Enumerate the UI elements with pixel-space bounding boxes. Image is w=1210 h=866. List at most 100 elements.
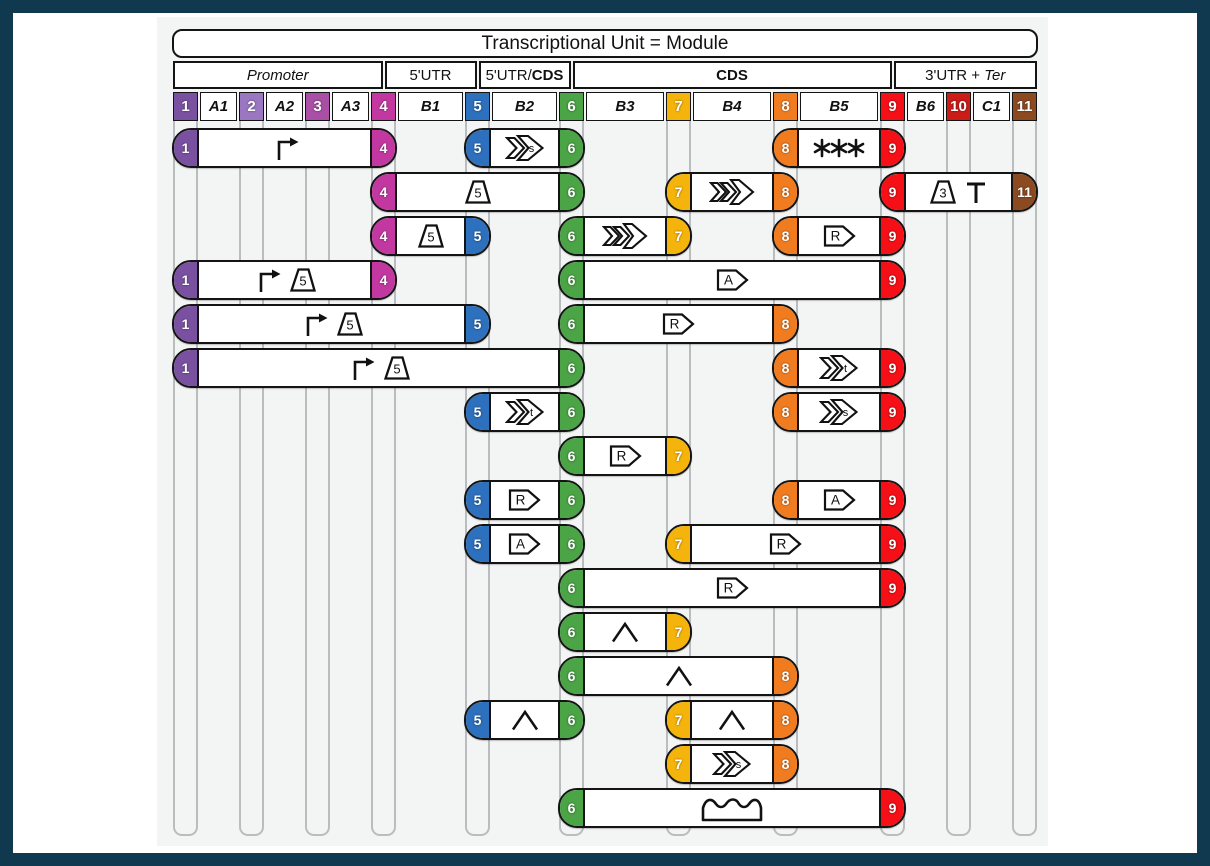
cell-label: A1 [208, 98, 229, 115]
section-label: CDS [716, 66, 748, 84]
slot-C1: C1 [973, 92, 1010, 121]
track-7 [666, 121, 691, 836]
chevron-s-icon: s [712, 749, 752, 779]
section-5utr: 5'UTR [384, 61, 477, 89]
fusion-site-cap-9: 9 [879, 218, 904, 254]
part-7-8: 7 8 [665, 172, 799, 212]
part-body [585, 614, 665, 650]
fusion-site-cap-4: 4 [372, 174, 397, 210]
caret-icon [663, 665, 695, 687]
tag-a-icon: A [823, 488, 856, 512]
fusion-site-cap-9: 9 [879, 394, 904, 430]
section-label: Promoter [246, 66, 309, 84]
part-body: 3 [906, 174, 1011, 210]
svg-text:A: A [723, 273, 732, 288]
svg-text:5: 5 [346, 318, 353, 333]
tag-r-icon: R [769, 532, 802, 556]
fusion-site-cap-5: 5 [464, 218, 489, 254]
fusion-site-cap-7: 7 [665, 218, 690, 254]
part-body: R [491, 482, 558, 518]
promoter-icon [252, 266, 282, 294]
fusion-site-cap-5: 5 [464, 306, 489, 342]
cell-label: 7 [674, 98, 683, 115]
fusion-site-cap-6: 6 [558, 130, 583, 166]
slot-A3: A3 [332, 92, 369, 121]
section-promoter: Promoter [173, 61, 383, 89]
part-body [585, 218, 665, 254]
fusion-site-cap-9: 9 [881, 174, 906, 210]
fusion-site-cap-6: 6 [558, 394, 583, 430]
svg-text:5: 5 [474, 186, 481, 201]
svg-text:s: s [528, 143, 534, 155]
utr5-icon: 5 [383, 355, 411, 381]
slot-B6: B6 [907, 92, 944, 121]
cell-label: 11 [1016, 98, 1033, 115]
tag-a-icon: A [508, 532, 541, 556]
slot-B5: B5 [800, 92, 878, 121]
cell-label: 1 [181, 98, 190, 115]
cell-label: 6 [567, 98, 576, 115]
tag-r-icon: R [716, 576, 749, 600]
utr5-icon: 5 [289, 267, 317, 293]
part-5-6: 5 6 [464, 700, 585, 740]
wave-icon [698, 794, 766, 822]
fusion-site-cap-8: 8 [774, 130, 799, 166]
track-1 [173, 121, 198, 836]
svg-text:R: R [723, 581, 733, 596]
section-label: 5'UTR [409, 66, 452, 84]
part-body: t [491, 394, 558, 430]
cell-label: 2 [247, 98, 256, 115]
cell-label: B4 [722, 98, 742, 115]
fusion-site-10: 10 [946, 92, 971, 121]
part-body [491, 702, 558, 738]
promoter-icon [270, 134, 300, 162]
svg-text:s: s [736, 759, 742, 771]
track-3 [305, 121, 330, 836]
track-2 [239, 121, 264, 836]
fusion-site-cap-9: 9 [879, 526, 904, 562]
part-body: R [585, 570, 879, 606]
cell-label: 3 [313, 98, 322, 115]
figure-title-text: Transcriptional Unit = Module [481, 32, 729, 54]
fusion-site-cap-8: 8 [772, 746, 797, 782]
fusion-site-1: 1 [173, 92, 198, 121]
fusion-site-cap-8: 8 [774, 394, 799, 430]
promoter-icon [346, 354, 376, 382]
fusion-site-cap-5: 5 [466, 482, 491, 518]
svg-text:5: 5 [393, 362, 400, 377]
cell-label: B2 [514, 98, 535, 115]
part-body: 5 [397, 218, 464, 254]
tag-r-icon: R [662, 312, 695, 336]
svg-text:A: A [830, 493, 839, 508]
terminator-icon [964, 179, 988, 205]
fusion-site-cap-6: 6 [560, 570, 585, 606]
cell-label: A3 [340, 98, 361, 115]
fusion-site-7: 7 [666, 92, 691, 121]
part-body [199, 130, 370, 166]
stars-icon [813, 136, 865, 160]
slot-B1: B1 [398, 92, 463, 121]
cell-label: B5 [829, 98, 849, 115]
part-body: s [692, 746, 772, 782]
cell-label: A2 [274, 98, 295, 115]
part-body: R [799, 218, 879, 254]
fusion-site-cap-6: 6 [558, 482, 583, 518]
part-body [585, 790, 879, 826]
svg-text:R: R [830, 229, 840, 244]
fusion-site-2: 2 [239, 92, 264, 121]
part-body: R [585, 438, 665, 474]
track-5 [465, 121, 490, 836]
cell-label: 9 [888, 98, 897, 115]
fusion-site-cap-9: 9 [879, 350, 904, 386]
chevron-t-icon: t [504, 397, 545, 427]
fusion-site-cap-9: 9 [879, 130, 904, 166]
fusion-site-cap-7: 7 [665, 614, 690, 650]
slot-B2: B2 [492, 92, 557, 121]
svg-text:R: R [777, 537, 787, 552]
